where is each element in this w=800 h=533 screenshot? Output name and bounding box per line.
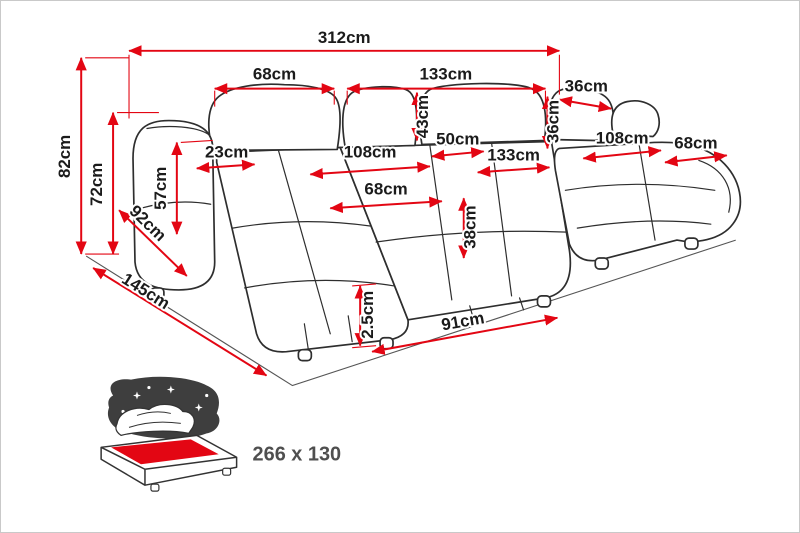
dimension-chaise-left-length: 108cm (309, 140, 431, 180)
dimension-back-thickness: 43cm (411, 91, 434, 142)
dim-label-seat-height: 38cm (461, 206, 480, 249)
star-dot (205, 393, 209, 398)
dimension-module-right: 133cm (477, 143, 551, 178)
dim-label-arm-width: 23cm (205, 142, 248, 161)
dimension-seat-height: 38cm (458, 197, 482, 259)
dimension-total-width: 312cm (128, 26, 561, 119)
right-chaise-seam (576, 220, 712, 229)
back-pillow-mid-small (341, 85, 418, 149)
sofa-foot (594, 257, 610, 270)
bed-leg (150, 483, 160, 492)
dim-label-module-right: 133cm (487, 145, 540, 164)
dim-label-corner-seat: 50cm (436, 129, 479, 148)
dim-label-back-thickness: 43cm (413, 95, 432, 138)
dimension-back-module-mid: 133cm (346, 63, 547, 105)
dimension-corner-seat: 50cm (431, 127, 485, 161)
star-dot (147, 385, 151, 390)
dim-label-total-width: 312cm (318, 28, 371, 47)
sofa-foot (536, 295, 552, 308)
left-chaise-front-seam (303, 315, 353, 351)
star-icon (194, 403, 203, 412)
dim-label-chaise-right-length: 108cm (596, 128, 649, 147)
back-pillow-right (610, 100, 661, 138)
dim-label-height-back: 72cm (87, 163, 106, 206)
left-chaise-seam (277, 149, 331, 335)
dimension-back-module-left: 68cm (214, 63, 335, 107)
star-icon (166, 385, 175, 394)
sleeping-surface (111, 439, 219, 465)
dimension-annotations: 312cm 68cm 133cm 36cm 82cm 72cm (53, 26, 728, 377)
dim-label-chaise-right-width: 68cm (674, 133, 717, 152)
dim-label-height-arm: 57cm (151, 167, 170, 210)
dimension-height-back: 72cm (85, 111, 159, 255)
dimension-arm-width: 23cm (196, 140, 256, 174)
folded-duvet (115, 403, 195, 437)
right-chaise-seam (564, 183, 716, 191)
dimension-seat-width: 68cm (329, 177, 443, 214)
dim-label-back-module-mid: 133cm (419, 65, 472, 84)
duvet-fold-lines (128, 411, 181, 428)
dim-label-back-corner-side: 36cm (543, 100, 562, 143)
dimension-chaise-right-length: 108cm (582, 126, 662, 163)
sleeping-size-label: 266 x 130 (253, 443, 342, 465)
bed-edges (100, 446, 237, 486)
sofa-foot (684, 237, 699, 250)
dim-label-back-corner-top: 36cm (565, 77, 608, 96)
dim-label-seat-width: 68cm (364, 179, 407, 198)
sleeping-function-icon (100, 376, 238, 492)
star-icon (133, 391, 141, 400)
back-pillow-left (207, 83, 341, 152)
dimension-chaise-right-width: 68cm (664, 131, 728, 167)
bed-leg (222, 467, 232, 476)
dimension-height-arm: 57cm (149, 139, 213, 235)
middle-seat-seam (375, 230, 568, 243)
dim-label-height-total: 82cm (55, 135, 74, 178)
dim-label-back-module-left: 68cm (253, 65, 296, 84)
left-chaise-seam (232, 221, 372, 229)
dimension-back-corner-top: 36cm (558, 75, 612, 112)
dim-label-leg-clearance: 2.5cm (358, 291, 377, 339)
sofa-foot (297, 348, 313, 362)
sofa-foot (379, 336, 394, 350)
left-armrest-top-seam (146, 125, 210, 136)
dimension-back-corner-side: 36cm (541, 95, 564, 150)
dimension-height-total: 82cm (53, 57, 130, 255)
dim-label-chaise-left-length: 108cm (344, 142, 397, 161)
right-chaise (553, 141, 742, 262)
